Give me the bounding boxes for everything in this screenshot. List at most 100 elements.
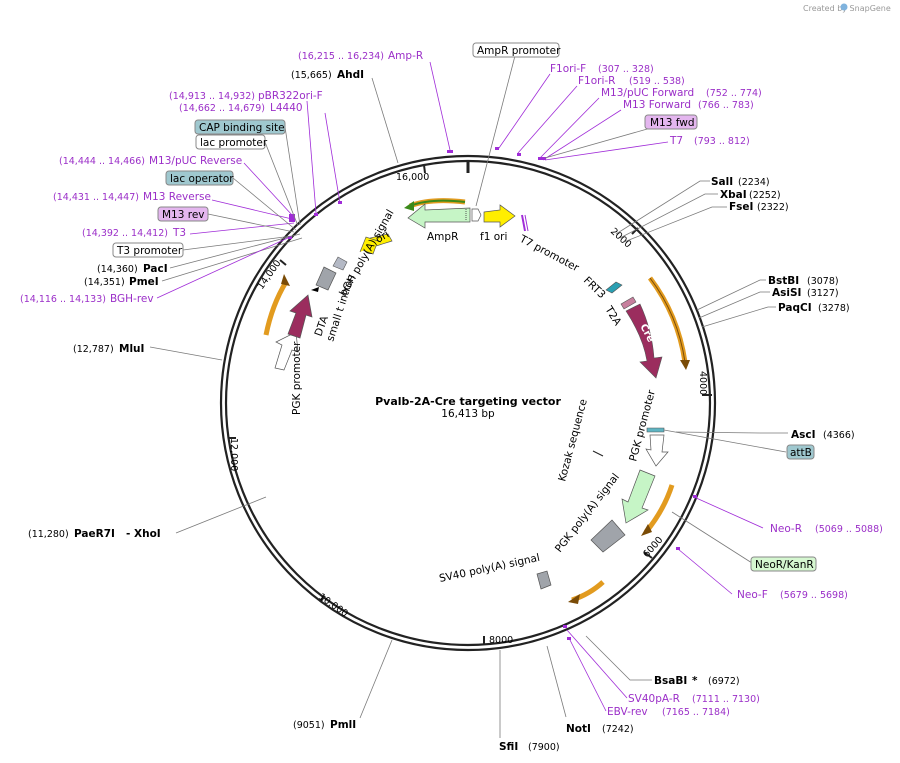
site-bsabi-star: * [692, 675, 698, 687]
primer-t7-range: (793 .. 812) [694, 136, 750, 147]
site-lines-right [499, 180, 788, 738]
site-paqci-pos: (3278) [818, 303, 850, 314]
lower-right-orange-arc [644, 484, 675, 534]
site-ahdi-pos: (15,665) [291, 70, 332, 81]
primer-ampr-name: Amp-R [388, 50, 423, 62]
neor-arrow [621, 469, 656, 524]
lox-marker [311, 287, 319, 292]
ampr-promoter-box-label: AmpR promoter [477, 45, 561, 57]
primer-bgh-rev-range: (14,116 .. 14,133) [20, 294, 106, 305]
site-noti: NotI [566, 723, 591, 735]
sv40-polya-label: SV40 poly(A) signal [438, 552, 541, 585]
site-lines-left [149, 77, 399, 719]
top-arc-arrowhead [404, 201, 414, 211]
m13-fwd-box [644, 114, 698, 130]
primer-neo-f-name: Neo-F [737, 589, 768, 601]
attb-box-label: attB [790, 447, 812, 459]
right-orange-arc [648, 276, 688, 363]
site-xbai-pos: (2252) [749, 190, 781, 201]
neor-box [750, 556, 817, 572]
snapgene-logo-icon [840, 3, 848, 11]
ori-label: ori [374, 228, 392, 245]
primer-ebv-rev-name: EBV-rev [607, 706, 648, 718]
pgk-promoter-right-arrow [645, 434, 669, 467]
map-title: Pvalb-2A-Cre targeting vector [375, 395, 561, 408]
f1ori-arrow [483, 204, 516, 228]
pgk-polya-block [590, 519, 626, 553]
primer-m13-fwd-range: (766 .. 783) [698, 100, 754, 111]
site-paer7i-pos: (11,280) [28, 529, 69, 540]
site-bstbi-pos: (3078) [807, 276, 839, 287]
right-arc-line [649, 277, 686, 363]
primer-m13-rev-name: M13 Reverse [143, 191, 211, 203]
primer-t3-name: T3 [172, 227, 186, 239]
primer-markers [288, 147, 697, 640]
primer-m13-fwd-name: M13 Forward [623, 99, 691, 111]
primer-f1ori-r-name: F1ori-R [578, 75, 615, 87]
bottom-arc-arrowhead [568, 594, 580, 604]
t7-promoter-label: T7 promoter [517, 233, 582, 275]
primer-m13puc-fwd-range: (752 .. 774) [706, 88, 762, 99]
site-pmei: PmeI [129, 276, 159, 288]
ampr-label: AmpR [427, 231, 458, 243]
m13-fwd-box-label: M13 fwd [650, 117, 695, 129]
frt3-marker [605, 281, 623, 294]
site-sfii-pos: (7900) [528, 742, 560, 753]
ampr-promoter-arrow [471, 208, 482, 222]
primer-m13puc-rev-range: (14,444 .. 14,466) [59, 156, 145, 167]
site-noti-pos: (7242) [602, 724, 634, 735]
site-sfii: SfiI [499, 741, 518, 753]
small-t-intron-block [315, 266, 337, 291]
site-pmei-pos: (14,351) [84, 277, 125, 288]
primer-m13-rev-range: (14,431 .. 14,447) [53, 192, 139, 203]
map-size: 16,413 bp [441, 408, 495, 420]
site-ahdi: AhdI [337, 69, 364, 81]
attb-box [786, 444, 815, 460]
site-mlui: MluI [119, 343, 144, 355]
primer-l4440-range: (14,662 .. 14,679) [179, 103, 265, 114]
t7-mark [521, 214, 526, 232]
primer-f1ori-r-range: (519 .. 538) [629, 76, 685, 87]
site-fsei: FseI [729, 201, 753, 213]
site-bsabi-pos: (6972) [708, 676, 740, 687]
site-bstbi: BstBI [768, 275, 799, 287]
t7-mark-2 [524, 214, 529, 232]
m13-rev-box-label: M13 rev [162, 209, 205, 221]
site-pmli: PmlI [330, 719, 356, 731]
right-arc-arrowhead [680, 360, 690, 370]
primer-f1ori-f-name: F1ori-F [550, 63, 586, 75]
lac-operator-box [165, 170, 234, 186]
t2a-label: T2A [602, 303, 624, 328]
backbone-outer-ring [219, 154, 717, 652]
primer-t7-name: T7 [669, 135, 683, 147]
t3-promoter-box [112, 242, 184, 258]
primer-sv40pa-r-name: SV40pA-R [628, 693, 680, 705]
sv40-polya-block [536, 570, 552, 590]
site-sali-pos: (2234) [738, 177, 770, 188]
site-fsei-pos: (2322) [757, 202, 789, 213]
primer-neo-r-name: Neo-R [770, 523, 802, 535]
primer-t3-range: (14,392 .. 14,412) [82, 228, 168, 239]
tick-label-2000: 2000 [608, 226, 633, 250]
site-paci: PacI [143, 263, 168, 275]
primer-f1ori-f-range: (307 .. 328) [598, 64, 654, 75]
bgh-polya-block [332, 256, 348, 271]
f1ori-label: f1 ori [480, 231, 507, 243]
primer-neo-f-range: (5679 .. 5698) [780, 590, 848, 601]
site-mlui-pos: (12,787) [73, 344, 114, 355]
site-xbai: XbaI [720, 189, 747, 201]
primer-ebv-rev-range: (7165 .. 7184) [662, 707, 730, 718]
neor-box-label: NeoR/KanR [755, 559, 814, 571]
left-arc-arrowhead [281, 274, 290, 286]
t2a-marker [620, 296, 637, 310]
m13-rev-box [157, 206, 209, 222]
pgk-promoter-left-label: PGK promoter [291, 341, 303, 415]
ampr-promoter-box [472, 42, 560, 58]
t3-promoter-box-label: T3 promoter [116, 245, 183, 257]
primer-lines [156, 61, 764, 712]
site-asci-pos: (4366) [823, 430, 855, 441]
tick-label-16000: 16,000 [396, 172, 429, 183]
primer-l4440-name: L4440 [270, 102, 303, 114]
lac-operator-box-label: lac operator [170, 173, 234, 185]
